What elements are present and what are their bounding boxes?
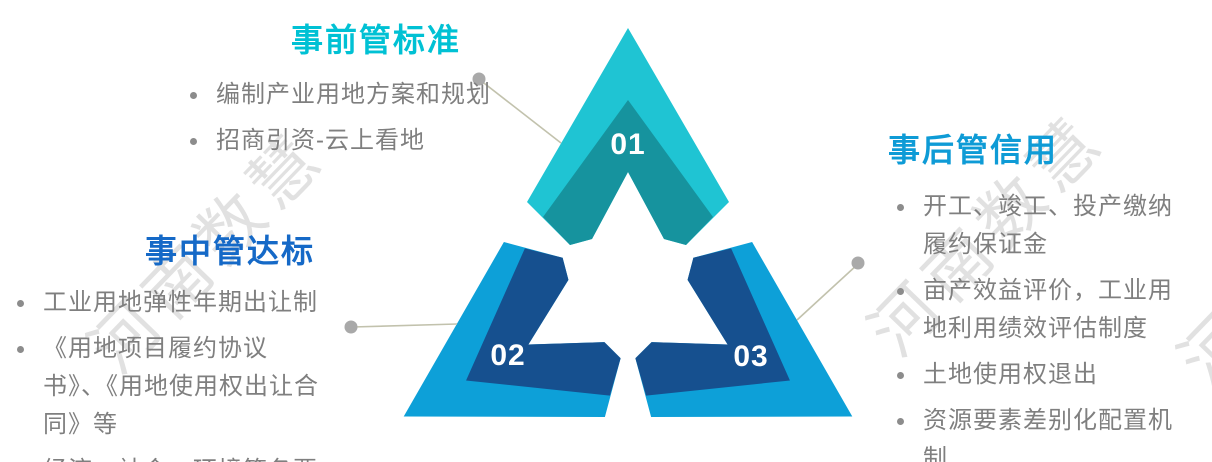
- piece-02-inner-band: [466, 248, 621, 396]
- connector-dot-mid: [344, 320, 358, 334]
- list-item: 土地使用权退出: [895, 356, 1180, 394]
- list-item: 编制产业用地方案和规划: [188, 76, 508, 114]
- list-item: 资源要素差别化配置机制: [895, 402, 1180, 462]
- connector-line-mid: [351, 323, 458, 328]
- piece-number-03: 03: [733, 340, 769, 373]
- piece-number-02: 02: [490, 339, 526, 372]
- list-item: 开工、竣工、投产缴纳履约保证金: [895, 188, 1180, 264]
- list-item: 经济、社会、环境等各要素: [15, 452, 327, 462]
- connector-line-post: [796, 263, 859, 321]
- connector-line-pre: [479, 79, 562, 144]
- bullet-list-mid: 工业用地弹性年期出让制 《用地项目履约协议书》、《用地使用权出让合同》等 经济、…: [15, 284, 327, 462]
- piece-number-01: 01: [610, 128, 646, 161]
- piece-01-inner-band: [543, 100, 713, 245]
- section-title-mid: 事中管达标: [145, 233, 316, 269]
- section-title-pre: 事前管标准: [291, 22, 462, 58]
- piece-03-inner-band: [635, 248, 790, 396]
- bullet-list-post: 开工、竣工、投产缴纳履约保证金 亩产效益评价，工业用地利用绩效评估制度 土地使用…: [895, 188, 1180, 462]
- list-item: 亩产效益评价，工业用地利用绩效评估制度: [895, 272, 1180, 348]
- section-title-post: 事后管信用: [888, 132, 1059, 168]
- connector-dot-pre: [472, 72, 486, 86]
- triangle-piece-02: [403, 242, 621, 417]
- list-item: 《用地项目履约协议书》、《用地使用权出让合同》等: [15, 330, 327, 444]
- triangle-piece-01: [527, 28, 729, 245]
- triangle-piece-03: [635, 242, 853, 417]
- list-item: 招商引资-云上看地: [188, 122, 508, 160]
- connector-dot-post: [851, 256, 865, 270]
- list-item: 工业用地弹性年期出让制: [15, 284, 327, 322]
- bullet-list-pre: 编制产业用地方案和规划 招商引资-云上看地: [188, 76, 508, 168]
